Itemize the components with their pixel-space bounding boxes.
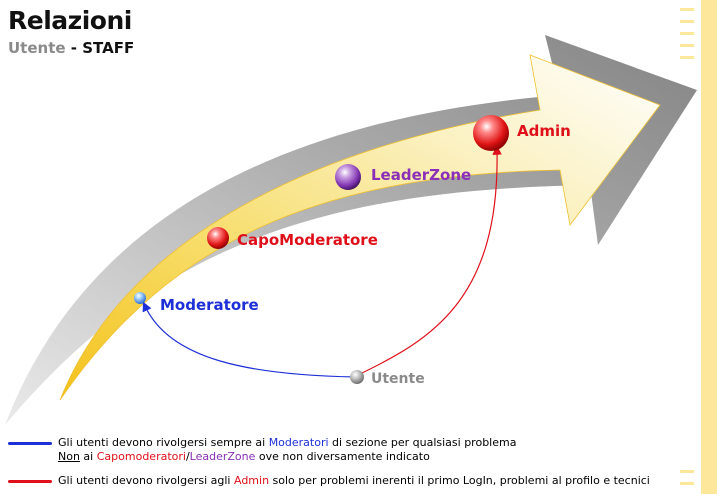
decorative-stripes xyxy=(680,0,717,494)
admin-label: Admin xyxy=(517,122,571,140)
legend-text: ove non diversamente indicato xyxy=(255,450,430,463)
legend-text: Gli utenti devono rivolgersi sempre ai xyxy=(58,436,269,449)
legend-text: Gli utenti devono rivolgersi agli xyxy=(58,474,234,487)
moderatore-label: Moderatore xyxy=(160,296,259,314)
leaderzone-node-icon xyxy=(335,164,361,190)
subtitle-user: Utente xyxy=(8,39,66,57)
legend-non: Non xyxy=(58,450,80,463)
page-title: Relazioni xyxy=(8,6,132,35)
legend-text: / xyxy=(185,450,190,463)
utente-node-icon xyxy=(350,370,364,384)
legend-capomoderatori: Capomoderatori xyxy=(96,450,186,463)
page-subtitle: Utente - STAFF xyxy=(8,39,134,57)
legend-red-line1: Gli utenti devono rivolgersi agli Admin … xyxy=(58,474,650,488)
subtitle-separator: - xyxy=(65,39,83,57)
blue-connection xyxy=(142,301,357,378)
utente-label: Utente xyxy=(371,371,425,387)
red-connection xyxy=(359,145,502,375)
leaderzone-label: LeaderZone xyxy=(371,166,471,184)
moderatore-node-icon xyxy=(134,292,146,304)
legend-text: di sezione per qualsiasi problema xyxy=(328,436,517,449)
capomoderatore-node-icon xyxy=(207,227,229,249)
legend-moderatori: Moderatori xyxy=(268,436,329,449)
legend-text: ai xyxy=(79,450,97,463)
admin-node-icon xyxy=(473,115,509,151)
growth-arrow xyxy=(59,54,661,401)
legend-blue-line1: Gli utenti devono rivolgersi sempre ai M… xyxy=(58,436,516,450)
legend-blue-line2: Non ai Capomoderatori/LeaderZone ove non… xyxy=(58,450,516,464)
legend-red-swatch xyxy=(8,480,52,483)
legend-blue-text: Gli utenti devono rivolgersi sempre ai M… xyxy=(58,436,516,464)
capomoderatore-label: CapoModeratore xyxy=(237,231,378,249)
legend-admin: Admin xyxy=(233,474,270,487)
legend-leaderzone: LeaderZone xyxy=(189,450,256,463)
legend-text: solo per problemi inerenti il primo LogI… xyxy=(269,474,650,487)
subtitle-staff: STAFF xyxy=(82,39,135,57)
legend-red-text: Gli utenti devono rivolgersi agli Admin … xyxy=(58,474,650,488)
legend-blue-swatch xyxy=(8,442,52,445)
